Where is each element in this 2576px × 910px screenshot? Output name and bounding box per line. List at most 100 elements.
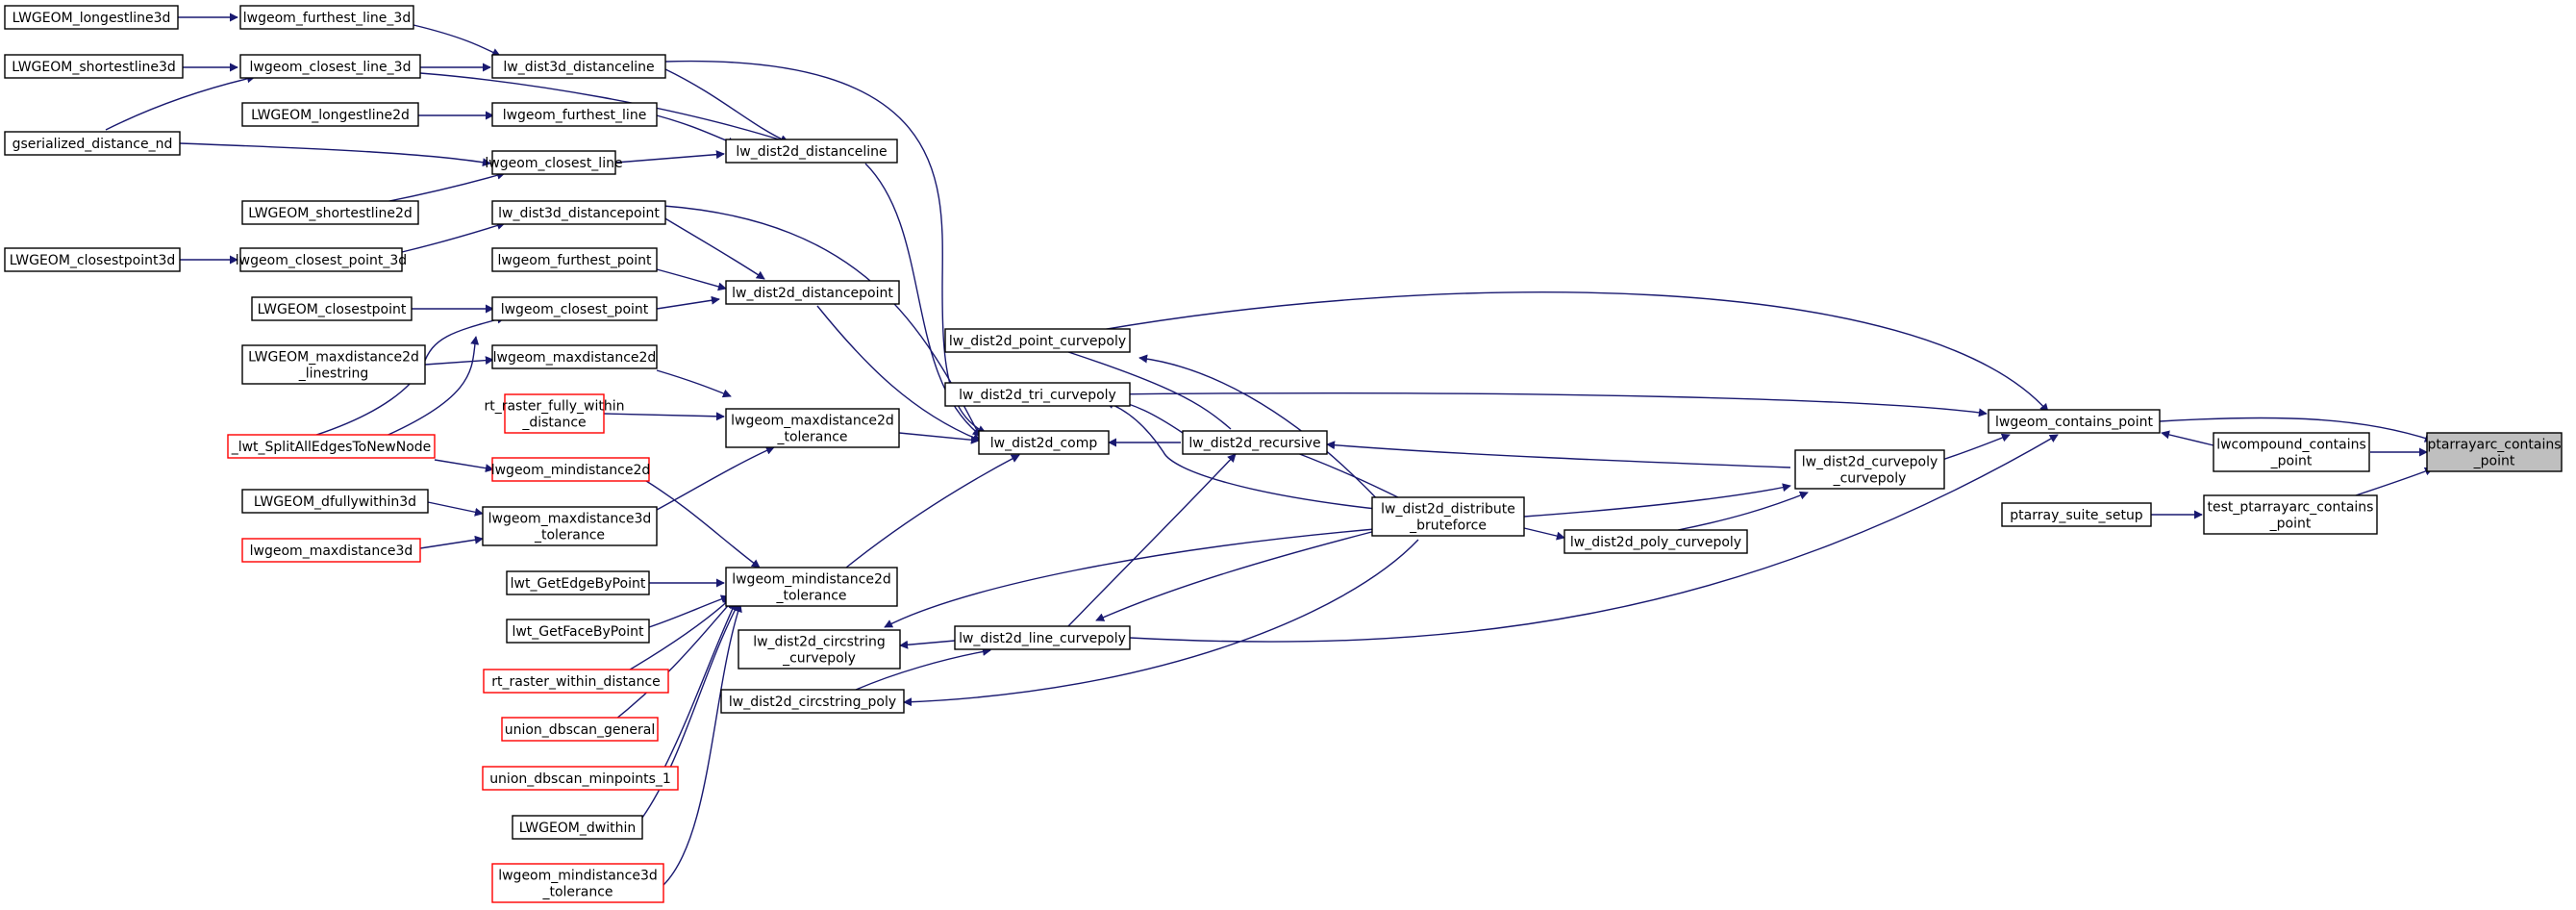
graph-node-label: _point bbox=[2269, 517, 2312, 532]
graph-node[interactable]: lwgeom_furthest_line_3d bbox=[239, 5, 414, 30]
graph-node-box bbox=[241, 344, 426, 385]
graph-node[interactable]: lw_dist2d_circstring_curvepoly bbox=[738, 629, 901, 670]
graph-node-box bbox=[491, 247, 658, 272]
graph-node[interactable]: lw_dist2d_curvepoly_curvepoly bbox=[1794, 449, 1945, 490]
edge-closest-point-to-distancepoint bbox=[656, 295, 720, 310]
graph-node[interactable]: lwgeom_maxdistance2d_tolerance bbox=[725, 408, 900, 448]
graph-node-box bbox=[491, 150, 616, 175]
graph-node[interactable]: lwt_GetFaceByPoint bbox=[506, 619, 650, 644]
edge-dbscan-minpoints-to-mindistance2d-tol bbox=[663, 601, 737, 771]
graph-node[interactable]: lw_dist3d_distanceline bbox=[491, 54, 666, 79]
edge-line bbox=[898, 432, 980, 444]
graph-node-label: lw_dist2d_comp bbox=[990, 436, 1098, 451]
graph-node-box bbox=[725, 139, 898, 164]
graph-node[interactable]: rt_raster_fully_within_distance bbox=[484, 393, 625, 434]
graph-node[interactable]: rt_raster_within_distance bbox=[483, 669, 669, 694]
graph-node[interactable]: lw_dist2d_recursive bbox=[1182, 430, 1328, 455]
edge-line bbox=[1095, 525, 1395, 621]
graph-node-box bbox=[227, 434, 436, 459]
graph-node[interactable]: lw_dist2d_line_curvepoly bbox=[954, 625, 1131, 650]
edge-dwithin-to-mindistance2d-tol bbox=[641, 602, 739, 819]
edge-line bbox=[614, 150, 725, 164]
graph-node[interactable]: lwgeom_contains_point bbox=[1988, 409, 2161, 434]
graph-node[interactable]: lw_dist2d_poly_curvepoly bbox=[1563, 529, 1748, 554]
graph-node-label: lw_dist2d_tri_curvepoly bbox=[959, 388, 1116, 403]
graph-node[interactable]: lwgeom_closest_line_3d bbox=[239, 54, 421, 79]
edge-line bbox=[2159, 417, 2434, 442]
graph-node-box bbox=[944, 328, 1131, 353]
graph-node[interactable]: lwgeom_maxdistance3d_tolerance bbox=[482, 506, 658, 546]
graph-node[interactable]: gserialized_distance_nd bbox=[4, 131, 181, 156]
graph-node[interactable]: lw_dist2d_comp bbox=[978, 430, 1110, 455]
graph-node-box bbox=[491, 457, 650, 482]
edge-3d-distancepoint-to-distancepoint bbox=[663, 216, 765, 280]
edge-poly-curvepoly-to-curvepoly bbox=[1677, 491, 1809, 531]
edge-contains-point-to-root bbox=[2159, 417, 2434, 442]
graph-node-label: lw_dist2d_circstring_poly bbox=[729, 695, 896, 710]
graph-node[interactable]: LWGEOM_longestline3d bbox=[4, 5, 179, 30]
graph-node[interactable]: LWGEOM_shortestline3d bbox=[4, 54, 184, 79]
graph-node-label: _lwt_SplitAllEdgesToNewNode bbox=[231, 440, 432, 455]
edge-line bbox=[645, 480, 761, 569]
graph-node[interactable]: lwt_GetEdgeByPoint bbox=[506, 570, 650, 595]
edge-distancepoint-to-comp bbox=[816, 305, 982, 442]
graph-node-label: lw_dist2d_distancepoint bbox=[732, 286, 893, 301]
edge-line-curvepoly-to-contains bbox=[1129, 434, 2059, 643]
graph-node[interactable]: lw_dist2d_distribute_bruteforce bbox=[1371, 496, 1525, 537]
graph-node[interactable]: lwgeom_closest_point bbox=[491, 296, 658, 321]
edge-line-curvepoly-to-circstring-curvepoly bbox=[899, 640, 956, 649]
graph-node-label: _bruteforce bbox=[1409, 518, 1487, 534]
graph-node[interactable]: lw_dist2d_distanceline bbox=[725, 139, 898, 164]
graph-node-label: union_dbscan_general bbox=[505, 722, 656, 738]
graph-node[interactable]: lwgeom_closest_point_3d bbox=[236, 247, 407, 272]
edge-line bbox=[1103, 392, 1988, 417]
graph-node-box bbox=[2213, 432, 2370, 472]
graph-node[interactable]: lwgeom_mindistance3d_tolerance bbox=[491, 863, 664, 903]
graph-node-box bbox=[491, 296, 658, 321]
graph-node[interactable]: union_dbscan_minpoints_1 bbox=[482, 766, 679, 791]
graph-node[interactable]: lwgeom_closest_line bbox=[485, 150, 623, 175]
edge-lwt-split-to-mindistance2d bbox=[434, 459, 494, 473]
graph-node-box bbox=[241, 102, 419, 127]
graph-node[interactable]: test_ptarrayarc_contains_point bbox=[2203, 494, 2378, 535]
graph-node[interactable]: LWGEOM_maxdistance2d_linestring bbox=[241, 344, 426, 385]
graph-node[interactable]: lw_dist2d_tri_curvepoly bbox=[944, 382, 1131, 407]
edge-bruteforce-to-circstring-poly bbox=[903, 539, 1419, 707]
graph-node[interactable]: lwgeom_mindistance2d_tolerance bbox=[725, 567, 898, 607]
graph-node[interactable]: lwgeom_furthest_point bbox=[491, 247, 658, 272]
graph-node[interactable]: lw_dist2d_point_curvepoly bbox=[944, 328, 1131, 353]
graph-node[interactable]: union_dbscan_general bbox=[501, 717, 659, 742]
graph-node-box bbox=[4, 5, 179, 30]
edge-line bbox=[903, 539, 1419, 707]
edge-line bbox=[845, 454, 1020, 569]
graph-node-label: lwgeom_maxdistance2d bbox=[731, 414, 894, 429]
graph-node[interactable]: LWGEOM_dfullywithin3d bbox=[241, 489, 429, 514]
graph-node[interactable]: lwgeom_maxdistance2d bbox=[491, 344, 658, 369]
graph-node-label: lwgeom_mindistance3d bbox=[498, 869, 658, 884]
graph-node[interactable]: LWGEOM_closestpoint bbox=[251, 296, 413, 321]
graph-node-box bbox=[241, 200, 419, 225]
graph-node[interactable]: LWGEOM_longestline2d bbox=[241, 102, 419, 127]
graph-node[interactable]: LWGEOM_shortestline2d bbox=[241, 200, 419, 225]
graph-node[interactable]: LWGEOM_dwithin bbox=[512, 815, 643, 840]
graph-node-box bbox=[491, 54, 666, 79]
graph-node[interactable]: lwcompound_contains_point bbox=[2213, 432, 2370, 472]
graph-node-label: lw_dist2d_curvepoly bbox=[1802, 455, 1938, 470]
graph-node[interactable]: ptarrayarc_contains_point bbox=[2426, 432, 2563, 472]
graph-node-label: lwcompound_contains bbox=[2216, 438, 2366, 453]
graph-node[interactable]: lwgeom_mindistance2d bbox=[491, 457, 651, 482]
graph-node-label: lwgeom_furthest_point bbox=[497, 253, 652, 268]
graph-node[interactable]: _lwt_SplitAllEdgesToNewNode bbox=[227, 434, 436, 459]
edge-line bbox=[2355, 467, 2434, 496]
graph-node[interactable]: lw_dist3d_distancepoint bbox=[491, 200, 666, 225]
graph-node-box bbox=[483, 669, 669, 694]
edge-line bbox=[1038, 341, 1232, 430]
graph-node[interactable]: ptarray_suite_setup bbox=[2001, 502, 2152, 527]
graph-node[interactable]: lw_dist2d_distancepoint bbox=[725, 280, 900, 305]
graph-node[interactable]: LWGEOM_closestpoint3d bbox=[4, 247, 181, 272]
graph-node-label: lwgeom_closest_point bbox=[501, 302, 649, 317]
graph-node[interactable]: lwgeom_furthest_line bbox=[491, 102, 658, 127]
graph-node[interactable]: lw_dist2d_circstring_poly bbox=[720, 689, 905, 714]
graph-node[interactable]: lwgeom_maxdistance3d bbox=[241, 538, 421, 563]
graph-node-box bbox=[4, 247, 181, 272]
